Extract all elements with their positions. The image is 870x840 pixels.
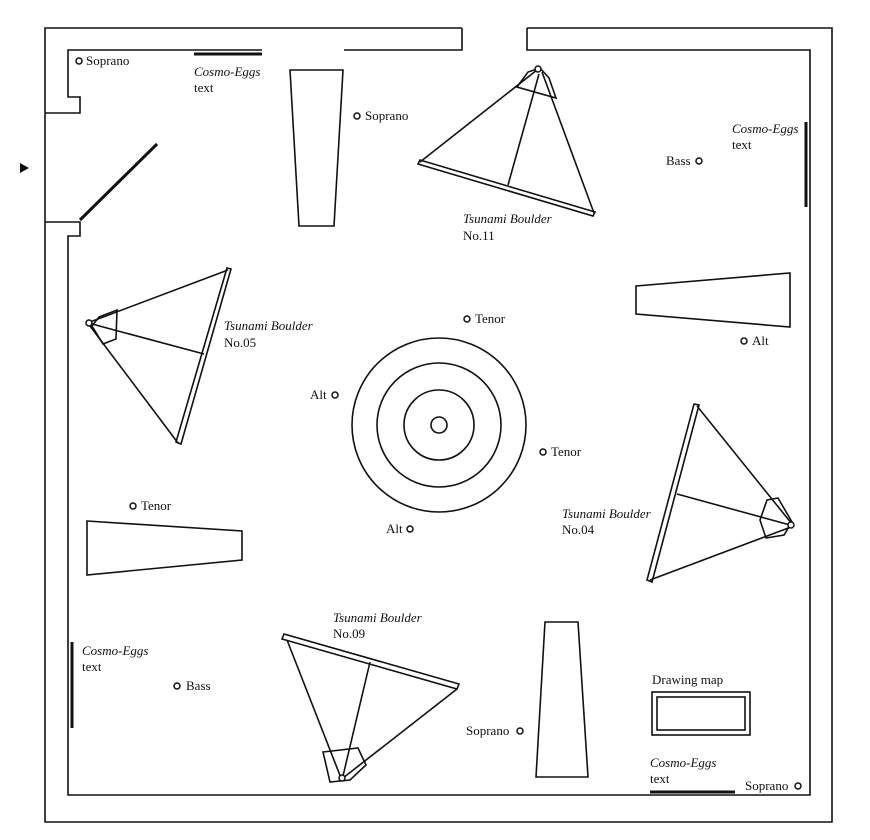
label-bass-2: Bass [186,678,211,693]
cosmo-eggs-text-3: text [82,659,102,674]
label-tenor-3: Tenor [141,498,172,513]
marker-alt-2 [331,391,339,399]
cosmo-eggs-text-1: text [194,80,214,95]
label-tenor-1: Tenor [475,311,506,326]
label-soprano-2: Soprano [365,108,408,123]
marker-tenor-1 [463,315,471,323]
marker-bass-2 [173,682,181,690]
marker-soprano-3 [516,727,524,735]
tsunami-boulder-no09 [280,633,461,783]
cosmo-eggs-title-1: Cosmo-Eggs [194,64,260,79]
speaker-left [86,520,243,576]
tsunami-boulder-no11 [416,65,597,217]
marker-soprano-2 [353,112,361,120]
marker-alt-3 [406,525,414,533]
marker-tenor-2 [539,448,547,456]
outer-wall [44,27,833,823]
cosmo-eggs-title-2: Cosmo-Eggs [732,121,798,136]
cosmo-eggs-title-4: Cosmo-Eggs [650,755,716,770]
speaker-bottom [535,621,589,778]
label-soprano-3: Soprano [466,723,509,738]
label-soprano-4: Soprano [745,778,788,793]
tsunami-title-no11: Tsunami Boulder [463,211,553,226]
label-soprano-1: Soprano [86,53,129,68]
marker-soprano-4 [794,782,802,790]
tsunami-number-no04: No.04 [562,522,595,537]
drawing-map [651,691,751,736]
cosmo-eggs-text-2: text [732,137,752,152]
tsunami-number-no05: No.05 [224,335,256,350]
cosmo-eggs-text-4: text [650,771,670,786]
tsunami-boulder-no05 [85,267,232,446]
entrance-door [78,142,159,222]
marker-alt-1 [740,337,748,345]
drawing-map-label: Drawing map [652,672,723,687]
tsunami-title-no04: Tsunami Boulder [562,506,652,521]
tsunami-number-no11: No.11 [463,228,495,243]
label-tenor-2: Tenor [551,444,582,459]
label-alt-1: Alt [752,333,769,348]
tsunami-title-no05: Tsunami Boulder [224,318,314,333]
entrance-arrow-icon [20,163,29,173]
speaker-right [635,272,791,328]
inner-wall [45,28,811,796]
central-circles [351,337,527,513]
cosmo-eggs-title-3: Cosmo-Eggs [82,643,148,658]
label-bass-1: Bass [666,153,691,168]
tsunami-boulder-no04 [646,403,795,584]
label-alt-2: Alt [310,387,327,402]
label-alt-3: Alt [386,521,403,536]
speaker-top [289,69,344,227]
marker-bass-1 [695,157,703,165]
tsunami-title-no09: Tsunami Boulder [333,610,423,625]
marker-soprano-1 [75,57,83,65]
marker-tenor-3 [129,502,137,510]
tsunami-number-no09: No.09 [333,626,365,641]
